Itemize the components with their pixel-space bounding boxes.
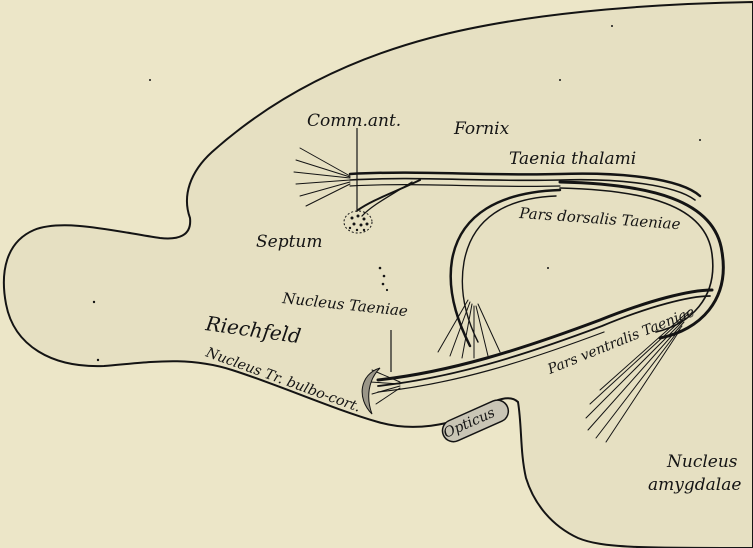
brain-outline	[4, 2, 753, 548]
label-septum: Septum	[256, 232, 323, 252]
label-comm-ant: Comm.ant.	[307, 111, 401, 131]
label-nucleus-amygdalae-line2: amygdalae	[648, 475, 741, 495]
label-taenia-thalami: Taenia thalami	[509, 149, 636, 169]
label-fornix: Fornix	[453, 119, 510, 139]
label-nucleus-amygdalae-line1: Nucleus	[666, 452, 738, 472]
